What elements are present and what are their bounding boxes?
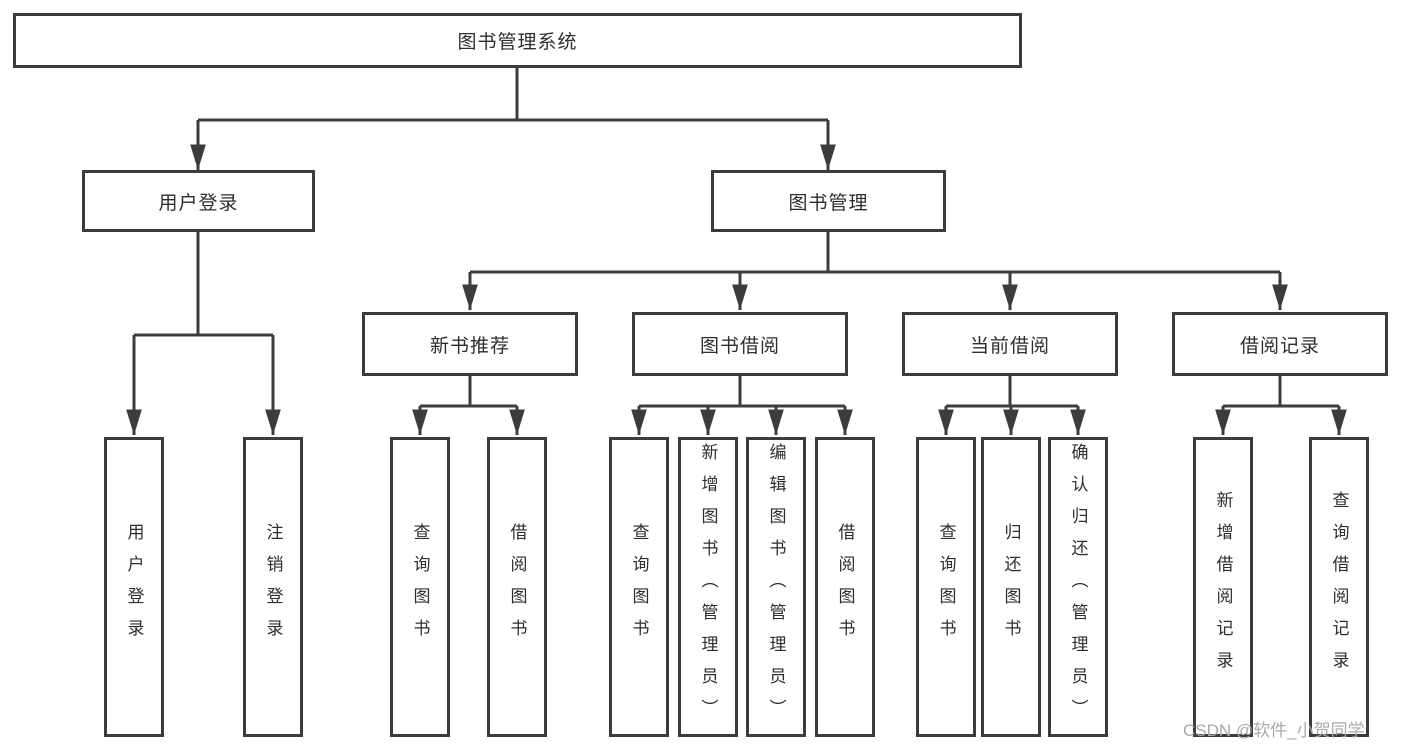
leaf-borrow-borrow-books: 借阅图书 xyxy=(815,437,875,737)
leaf-current-confirm-return-admin-label: 确认归还（管理员） xyxy=(1068,443,1088,731)
leaf-borrow-query-books-label: 查询图书 xyxy=(629,523,649,651)
leaf-borrow-borrow-books-label: 借阅图书 xyxy=(835,523,855,651)
leaf-recommend-query-books-label: 查询图书 xyxy=(410,523,430,651)
node-book-borrow-label: 图书借阅 xyxy=(699,335,780,357)
leaf-current-return-books-label: 归还图书 xyxy=(1001,523,1021,651)
node-current-borrow-label: 当前借阅 xyxy=(969,335,1050,357)
node-book-borrow: 图书借阅 xyxy=(632,312,848,376)
leaf-recommend-borrow-books: 借阅图书 xyxy=(487,437,547,737)
node-user-login-label: 用户登录 xyxy=(158,192,239,214)
node-user-login: 用户登录 xyxy=(82,170,315,232)
leaf-logout-label: 注销登录 xyxy=(263,523,283,651)
node-book-management-label: 图书管理 xyxy=(788,192,869,214)
leaf-records-add-record-label: 新增借阅记录 xyxy=(1213,491,1233,683)
node-current-borrow: 当前借阅 xyxy=(902,312,1118,376)
leaf-records-query-record: 查询借阅记录 xyxy=(1309,437,1369,737)
leaf-records-query-record-label: 查询借阅记录 xyxy=(1329,491,1349,683)
leaf-borrow-add-books-admin: 新增图书（管理员） xyxy=(678,437,738,737)
leaf-current-return-books: 归还图书 xyxy=(981,437,1041,737)
node-book-management: 图书管理 xyxy=(711,170,946,232)
leaf-user-login: 用户登录 xyxy=(104,437,164,737)
node-new-book-recommend: 新书推荐 xyxy=(362,312,578,376)
watermark: CSDN @软件_小贺同学 xyxy=(1183,721,1365,740)
leaf-logout: 注销登录 xyxy=(243,437,303,737)
leaf-borrow-edit-books-admin-label: 编辑图书（管理员） xyxy=(766,443,786,731)
node-borrow-records: 借阅记录 xyxy=(1172,312,1388,376)
leaf-recommend-query-books: 查询图书 xyxy=(390,437,450,737)
leaf-current-confirm-return-admin: 确认归还（管理员） xyxy=(1048,437,1108,737)
leaf-current-query-books: 查询图书 xyxy=(916,437,976,737)
leaf-borrow-query-books: 查询图书 xyxy=(609,437,669,737)
node-root-label: 图书管理系统 xyxy=(457,32,578,53)
node-new-book-recommend-label: 新书推荐 xyxy=(429,335,510,357)
leaf-borrow-add-books-admin-label: 新增图书（管理员） xyxy=(698,443,718,731)
leaf-user-login-label: 用户登录 xyxy=(124,523,144,651)
node-borrow-records-label: 借阅记录 xyxy=(1239,335,1320,357)
leaf-borrow-edit-books-admin: 编辑图书（管理员） xyxy=(746,437,806,737)
leaf-current-query-books-label: 查询图书 xyxy=(936,523,956,651)
leaf-recommend-borrow-books-label: 借阅图书 xyxy=(507,523,527,651)
leaf-records-add-record: 新增借阅记录 xyxy=(1193,437,1253,737)
node-root: 图书管理系统 xyxy=(13,13,1022,68)
